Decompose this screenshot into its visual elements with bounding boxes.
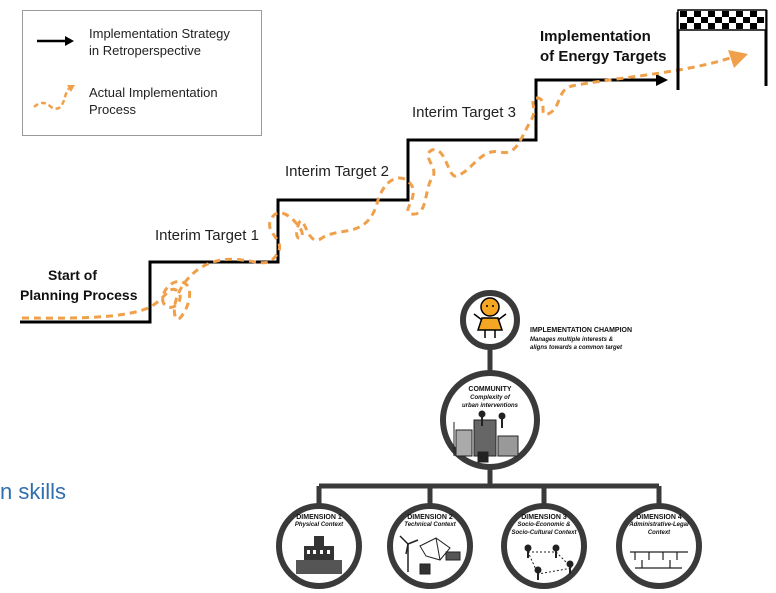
champion-desc-1: Manages multiple interests & [530,337,614,343]
finish-flag-icon [676,9,768,90]
strategy-staircase [20,74,668,324]
staircase-diagram [20,9,768,324]
community-title: COMMUNITY [468,386,512,393]
hierarchy-icon [630,551,688,569]
community-sub-2: urban interventions [461,403,518,409]
legend-actual-label-2: Process [89,102,136,117]
dimension-2-node [387,503,473,589]
hierarchy-connectors [316,348,662,506]
interim-target-3-label: Interim Target 3 [412,104,516,121]
dimension-3-title: DIMENSION 3 [521,514,567,521]
champion-title: IMPLEMENTATION CHAMPION [530,327,633,334]
dimension-1-title: DIMENSION 1 [296,514,342,521]
dimension-3-node [501,503,587,589]
interim-target-1-label: Interim Target 1 [155,227,259,244]
person-icon [473,297,507,338]
start-label-1: Start of [48,267,97,283]
dimension-2-sub: Technical Context [404,522,456,528]
side-text: n skills [0,479,67,504]
building-icon [296,536,342,574]
dimension-4-title: DIMENSION 4 [636,514,682,521]
goal-label-1: Implementation [540,28,651,45]
hierarchy-diagram [276,290,702,589]
city-icon [453,410,519,463]
dimension-4-sub-1: Administrative-Legal [629,522,689,528]
legend: Implementation Strategy in Retroperspect… [22,10,262,136]
champion-node [460,290,520,350]
community-sub-1: Complexity of [470,395,510,401]
dimension-4-node [616,503,702,589]
dimension-2-title: DIMENSION 2 [407,514,453,521]
dimension-3-sub-1: Socio-Economic & [517,522,571,528]
dimension-4-sub-2: Context [647,530,671,536]
wind-turbine-icon [399,535,419,572]
goal-label-2: of Energy Targets [540,48,667,65]
people-network-icon [524,544,574,580]
interim-target-2-label: Interim Target 2 [285,163,389,180]
dashed-arrow-icon [33,85,75,110]
legend-actual-label-1: Actual Implementation [89,85,218,100]
legend-strategy-label-1: Implementation Strategy [89,26,230,41]
community-node [440,370,540,470]
legend-strategy-label-2: in Retroperspective [89,43,201,58]
actual-process-path [21,50,748,321]
dimension-1-sub: Physical Context [294,522,344,528]
network-icon [419,537,461,575]
dimension-3-sub-2: Socio-Cultural Context [511,530,577,536]
dimension-1-node [276,503,362,589]
champion-desc-2: aligns towards a common target [530,345,623,351]
arrow-right-icon [37,36,74,46]
start-label-2: Planning Process [20,287,138,303]
